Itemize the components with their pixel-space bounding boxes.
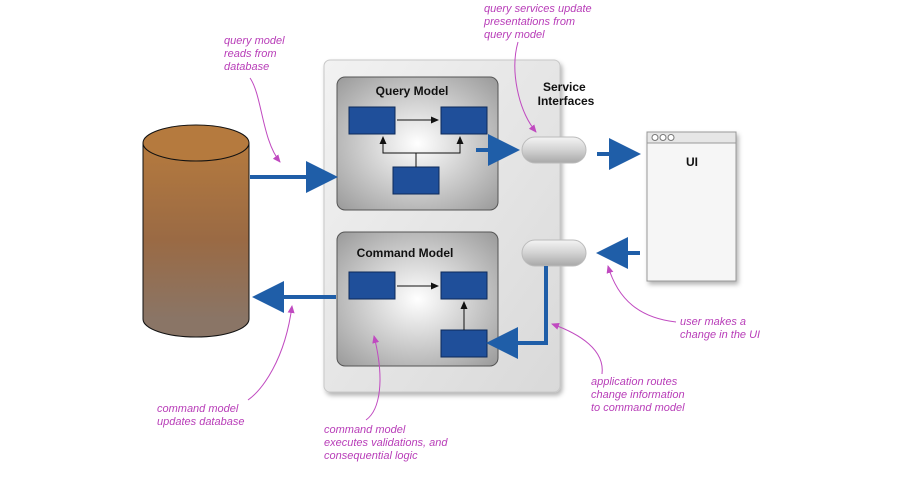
query-entity-box-bottom bbox=[392, 166, 440, 195]
annotation-pointer bbox=[365, 335, 381, 421]
interface-to-command-arrow bbox=[486, 266, 548, 359]
window-button-icon bbox=[651, 134, 659, 141]
annotation-query-reads: query model reads from database bbox=[224, 35, 288, 73]
query-model-box: Query Model bbox=[336, 76, 499, 211]
annotation-query-services: query services update presentations from… bbox=[483, 3, 595, 41]
annotation-pointer bbox=[606, 265, 677, 323]
annotation-pointer bbox=[247, 305, 295, 401]
query-entity-box-left bbox=[348, 106, 396, 135]
annotation-app-routes: application routes change information to… bbox=[591, 376, 688, 414]
annotation-command-updates: command model updates database bbox=[157, 403, 244, 428]
window-button-icon bbox=[659, 134, 667, 141]
query-link-up-left bbox=[379, 136, 417, 167]
window-button-icon bbox=[667, 134, 675, 141]
query-entity-box-right bbox=[440, 106, 488, 135]
annotation-user-change: user makes a change in the UI bbox=[680, 316, 760, 341]
annotation-pointer bbox=[551, 323, 603, 375]
query-link-up-right bbox=[416, 136, 464, 154]
command-entity-box-right bbox=[440, 271, 488, 300]
database-cylinder bbox=[142, 124, 250, 338]
annotation-pointer bbox=[514, 41, 537, 133]
command-interface-pill bbox=[521, 239, 587, 267]
command-entity-box-left bbox=[348, 271, 396, 300]
service-interfaces-label: Service Interfaces bbox=[538, 80, 595, 108]
annotation-command-executes: command model executes validations, and … bbox=[324, 424, 451, 462]
ui-window bbox=[646, 131, 737, 282]
annotation-pointer bbox=[249, 77, 281, 163]
command-entity-box-bottom bbox=[440, 329, 488, 358]
command-model-box: Command Model bbox=[336, 231, 499, 367]
query-model-title: Query Model bbox=[376, 84, 449, 98]
query-interface-pill bbox=[521, 136, 587, 164]
ui-label: UI bbox=[686, 155, 698, 169]
command-model-title: Command Model bbox=[357, 246, 454, 260]
